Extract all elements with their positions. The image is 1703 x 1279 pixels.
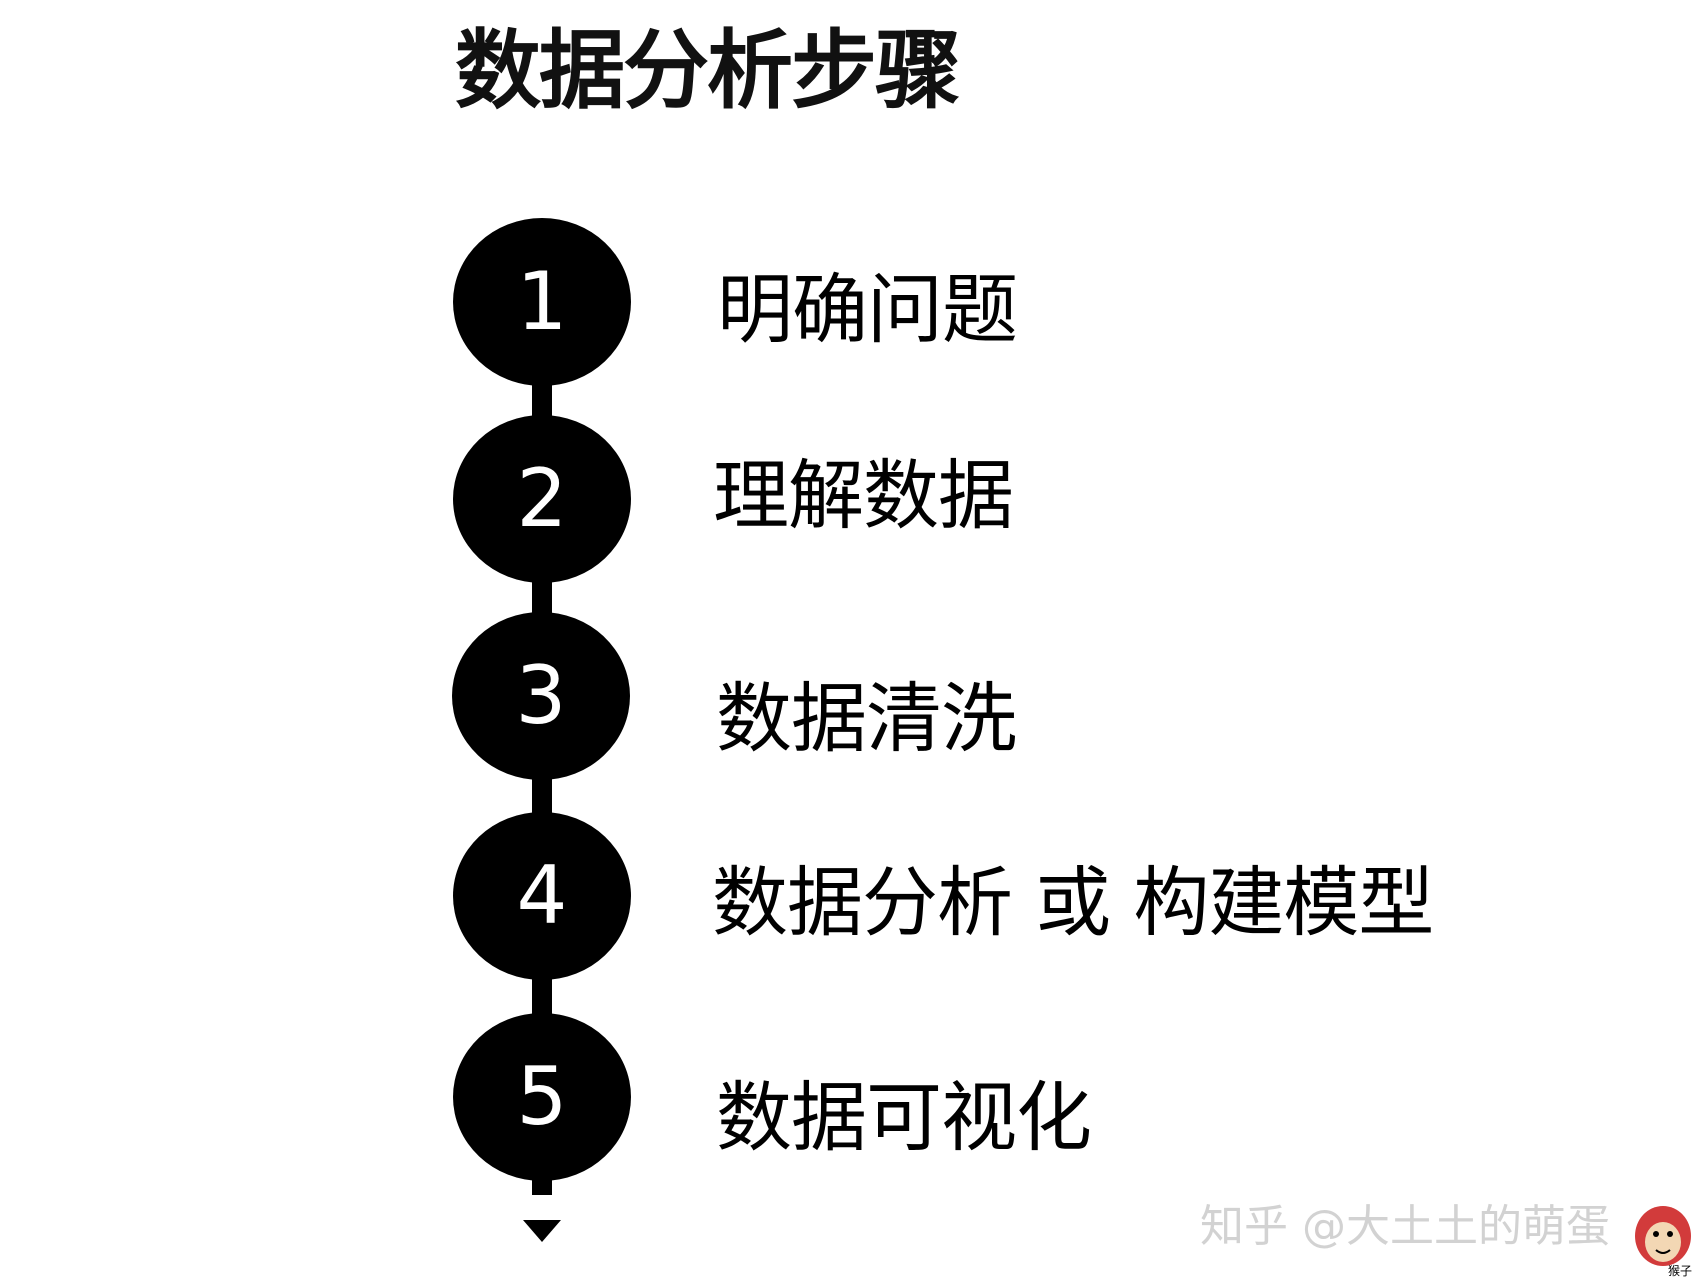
step-2-label: 理解数据 [713,451,1014,540]
step-3-circle: 3 [452,612,630,780]
step-5-number: 5 [516,1050,568,1143]
step-1-number: 1 [516,255,568,348]
step-4-circle: 4 [453,812,631,980]
step-1-label: 明确问题 [717,265,1018,354]
step-2-number: 2 [516,452,568,545]
step-5-label: 数据可视化 [716,1073,1092,1162]
step-4-number: 4 [516,849,568,942]
logo-caption: 猴子 [1668,1264,1693,1278]
monkey-face-icon [1635,1206,1691,1266]
step-5-circle: 5 [453,1013,631,1181]
step-2-circle: 2 [453,415,631,583]
page-title: 数据分析步骤 [455,21,961,121]
down-arrow-icon [523,1220,561,1242]
step-1-circle: 1 [453,218,631,386]
step-3-number: 3 [515,649,567,742]
step-3-label: 数据清洗 [716,674,1017,763]
watermark: 知乎 @大土土的萌蛋 [1200,1201,1610,1252]
step-4-label: 数据分析 或 构建模型 [712,858,1434,947]
